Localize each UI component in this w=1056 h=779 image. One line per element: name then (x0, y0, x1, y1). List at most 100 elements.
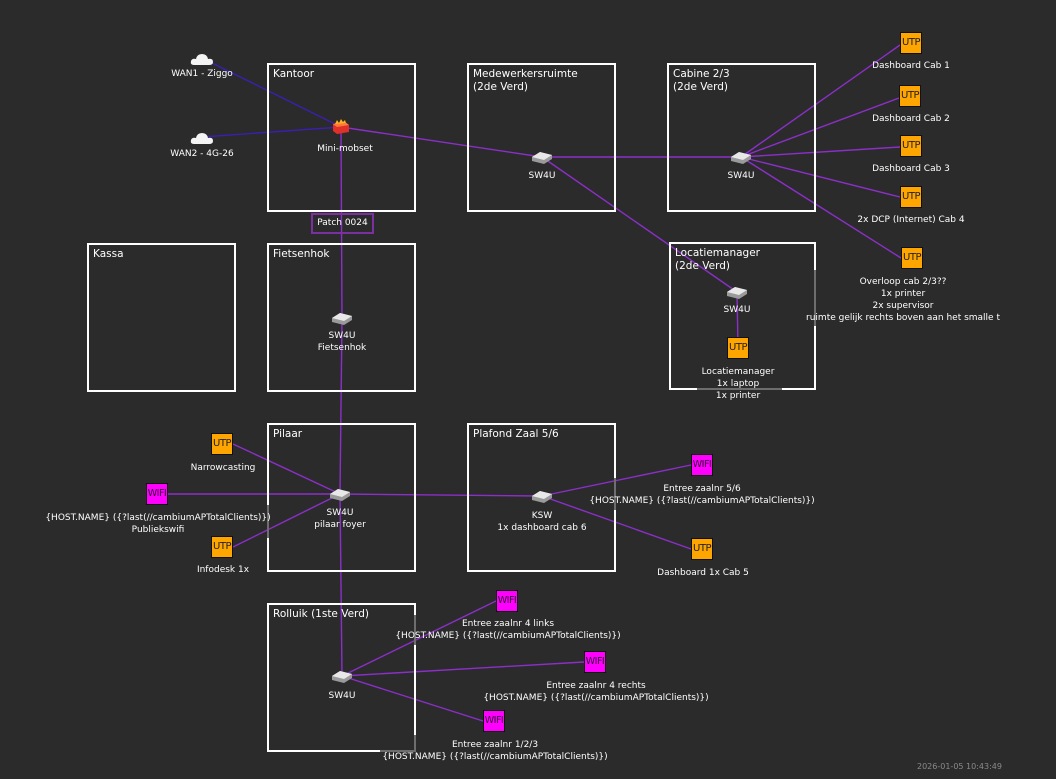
node-label: WAN2 - 4G-26 (170, 149, 234, 159)
node-label: Dashboard Cab 2 (872, 114, 950, 124)
node-label: Locatiemanager 1x laptop 1x printer (701, 367, 775, 401)
node-label: KSW 1x dashboard cab 6 (497, 511, 587, 533)
room-medewerkersruimte[interactable]: Medewerkersruimte (2de Verd) (467, 63, 616, 212)
room-title: Rolluik (1ste Verd) (273, 608, 369, 620)
node-sw-rolluik[interactable] (331, 669, 353, 688)
node-label: Dashboard 1x Cab 5 (657, 568, 749, 578)
timestamp: 2026-01-05 10:43:49 (917, 762, 1002, 771)
node-sw-medewerkers[interactable] (531, 150, 553, 169)
node-label: {HOST.NAME} ({?last(//cambiumAPTotalClie… (45, 513, 271, 535)
room-kassa[interactable]: Kassa (87, 243, 236, 392)
link-sw_cabine-dash3 (740, 146, 901, 158)
utp-dashboard-cab-5[interactable]: UTP (691, 538, 713, 560)
link-sw_pilaar-ksw (339, 493, 543, 497)
switch-icon (330, 489, 350, 501)
room-kantoor[interactable]: Kantoor (267, 63, 416, 212)
switch-icon (332, 313, 352, 325)
node-label: 2x DCP (Internet) Cab 4 (857, 215, 965, 225)
link-mobset-sw_fiets (340, 126, 343, 319)
node-label: SW4U pilaar foyer (314, 508, 366, 530)
room-pilaar[interactable]: Pilaar (267, 423, 416, 572)
room-title: Plafond Zaal 5/6 (473, 428, 559, 440)
link-sw_medewerkers-sw_locatie (541, 156, 738, 293)
room-title: Pilaar (273, 428, 303, 440)
link-sw_pilaar-narrow (232, 443, 341, 495)
link-sw_pilaar-infodesk (232, 493, 341, 548)
link-sw_rolluik-wifi_4r (341, 661, 585, 677)
node-sw-cabine[interactable] (730, 150, 752, 169)
switch-icon (532, 491, 552, 503)
node-label: SW4U (528, 171, 556, 181)
node-label: Entree zaalnr 5/6 {HOST.NAME} ({?last(//… (589, 484, 815, 506)
patch-panel[interactable]: Patch 0024 (311, 213, 374, 234)
link-ksw-dash5 (541, 495, 692, 550)
node-label: Entree zaalnr 4 links {HOST.NAME} ({?las… (395, 619, 621, 641)
border-overlap (267, 505, 269, 538)
border-overlap (380, 750, 416, 752)
switch-icon (332, 671, 352, 683)
cloud-icon (190, 54, 213, 65)
node-label: SW4U (723, 305, 751, 315)
node-label: Narrowcasting (190, 463, 256, 473)
link-wan2-mobset (201, 126, 342, 138)
node-ksw[interactable] (531, 489, 553, 508)
room-fietsenhok[interactable]: Fietsenhok (267, 243, 416, 392)
node-sw-pilaar[interactable] (329, 487, 351, 506)
utp-overloop[interactable]: UTP (901, 247, 923, 269)
link-mobset-sw_medewerkers (340, 126, 543, 158)
border-overlap (697, 388, 782, 390)
border-overlap (814, 270, 816, 326)
link-sw_cabine-dcp4 (740, 156, 901, 198)
link-sw_rolluik-wifi_4l (341, 600, 497, 677)
border-overlap (414, 615, 416, 645)
room-title: Kassa (93, 248, 124, 260)
wifi-entree-4-links[interactable]: WIFI (496, 590, 518, 612)
node-wan2[interactable] (190, 130, 214, 149)
link-sw_cabine-dash2 (740, 97, 900, 158)
room-title: Fietsenhok (273, 248, 330, 260)
utp-dashboard-cab-1[interactable]: UTP (900, 32, 922, 54)
utp-narrowcasting[interactable]: UTP (211, 433, 233, 455)
node-mobset[interactable] (332, 119, 350, 139)
link-sw_cabine-overloop (740, 156, 902, 259)
room-title: Cabine 2/3 (2de Verd) (673, 68, 730, 93)
link-ksw-wifi_56 (541, 464, 692, 497)
room-title: Medewerkersruimte (2de Verd) (473, 68, 578, 93)
room-cabine[interactable]: Cabine 2/3 (2de Verd) (667, 63, 816, 212)
node-sw-locatie[interactable] (726, 285, 748, 304)
room-title: Kantoor (273, 68, 315, 80)
wifi-entree-5-6[interactable]: WIFI (691, 454, 713, 476)
node-label: Dashboard Cab 1 (872, 61, 950, 71)
utp-dashboard-cab-3[interactable]: UTP (900, 135, 922, 157)
switch-icon (727, 287, 747, 299)
utp-infodesk[interactable]: UTP (211, 536, 233, 558)
border-overlap (414, 735, 416, 752)
firewall-icon (333, 119, 349, 134)
wifi-entree-1-2-3[interactable]: WIFI (483, 710, 505, 732)
node-label: Entree zaalnr 1/2/3 {HOST.NAME} ({?last(… (382, 740, 608, 762)
node-label: SW4U Fietsenhok (317, 331, 367, 353)
utp-dcp-cab-4[interactable]: UTP (900, 186, 922, 208)
node-label: Mini-mobset (317, 144, 373, 154)
cloud-icon (190, 133, 213, 144)
node-label: Overloop cab 2/3?? 1x printer 2x supervi… (806, 277, 1000, 323)
node-sw-fietsenhok[interactable] (331, 311, 353, 330)
utp-dashboard-cab-2[interactable]: UTP (899, 85, 921, 107)
wifi-entree-4-rechts[interactable]: WIFI (584, 651, 606, 673)
border-overlap (614, 478, 616, 510)
link-sw_pilaar-sw_rolluik (339, 493, 343, 677)
link-sw_cabine-dash1 (740, 44, 901, 158)
node-wan1[interactable] (190, 51, 214, 70)
node-label: Infodesk 1x (196, 565, 250, 575)
node-label: Entree zaalnr 4 rechts {HOST.NAME} ({?la… (483, 681, 709, 703)
switch-icon (532, 152, 552, 164)
node-label: WAN1 - Ziggo (171, 69, 233, 79)
switch-icon (731, 152, 751, 164)
utp-locatiemanager[interactable]: UTP (727, 337, 749, 359)
room-title: Locatiemanager (2de Verd) (675, 247, 760, 272)
wifi-publiekswifi[interactable]: WIFI (146, 483, 168, 505)
room-rolluik[interactable]: Rolluik (1ste Verd) (267, 603, 416, 752)
node-label: SW4U (727, 171, 755, 181)
link-sw_fiets-sw_pilaar (339, 317, 343, 495)
